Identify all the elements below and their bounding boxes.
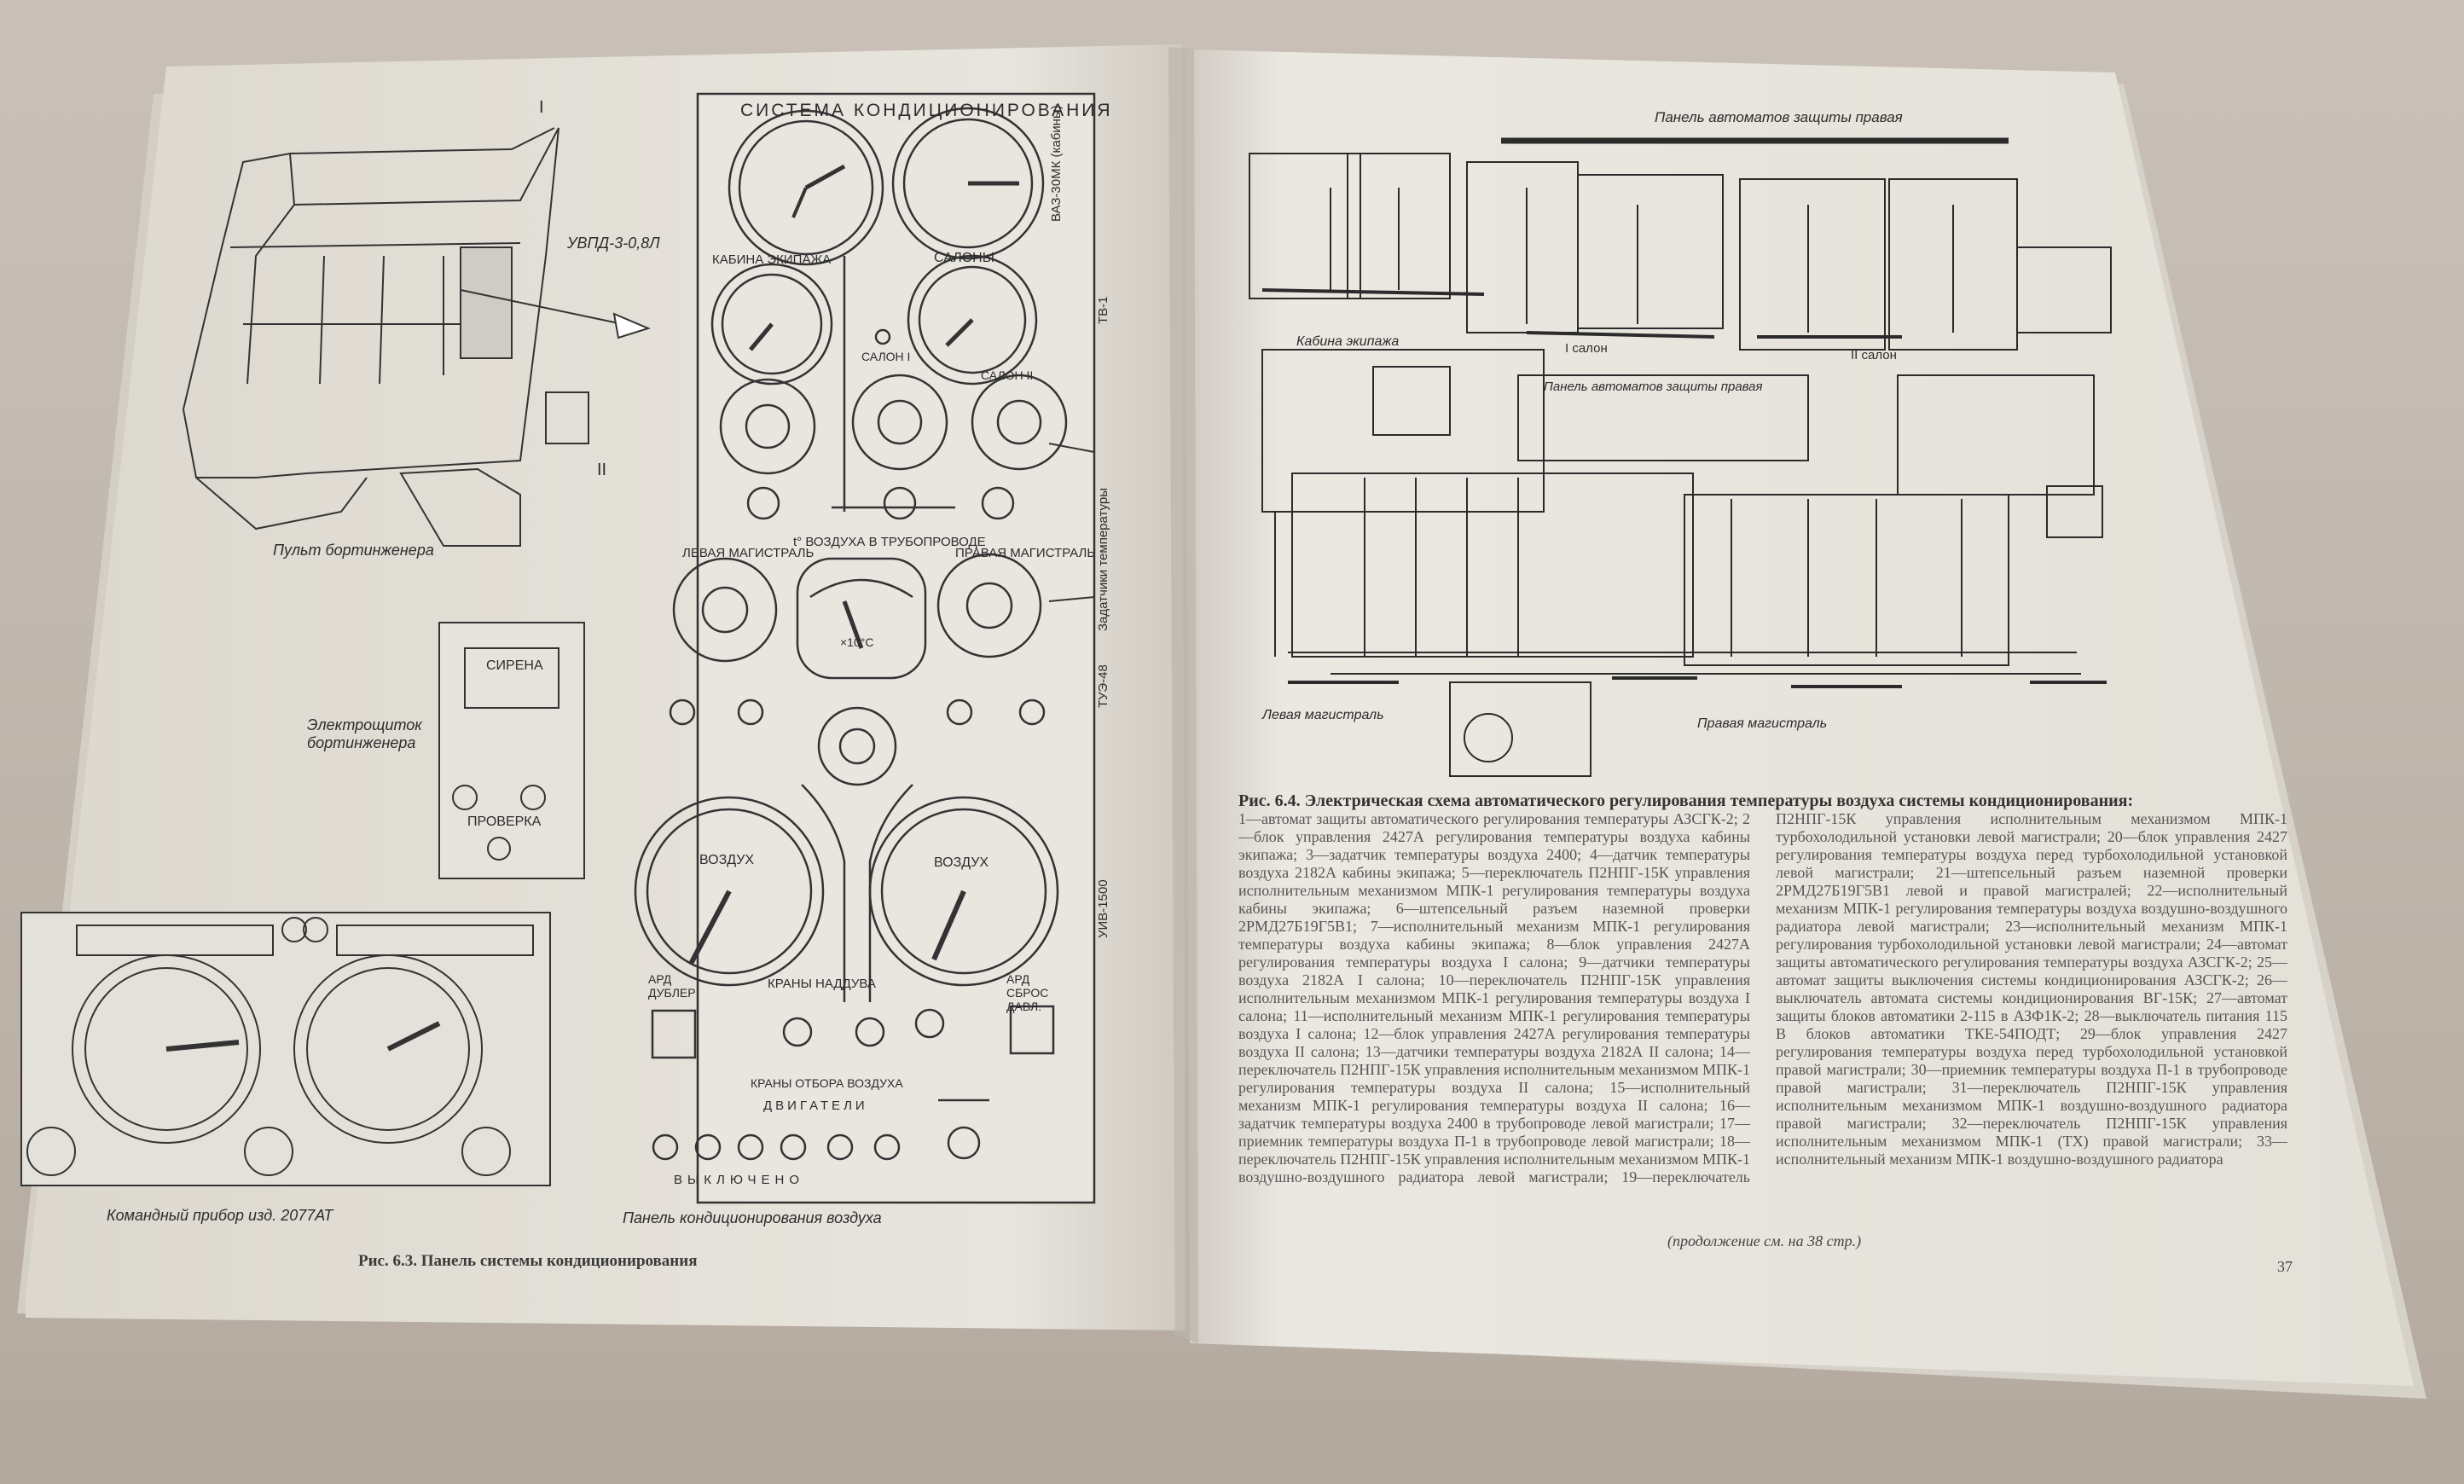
cranes-label: КРАНЫ НАДДУВА: [768, 977, 876, 991]
marker-1: I: [539, 98, 544, 117]
right-main-schematic: Правая магистраль: [1697, 716, 1828, 731]
pointer-label: УВПД-3-0,8Л: [567, 235, 660, 252]
continued-note: (продолжение см. на 38 стр.): [1667, 1232, 1862, 1249]
page-number: 37: [2277, 1258, 2293, 1275]
cabin-schematic-label: Кабина экипажа: [1296, 334, 1400, 349]
marker-2: II: [597, 461, 607, 479]
conditioning-panel: [634, 92, 1096, 1204]
left-figure-caption: Рис. 6.3. Панель системы кондиционирован…: [358, 1252, 698, 1270]
side-label-2: ТВ-1: [1096, 296, 1110, 324]
salons-label: САЛОНЫ: [934, 251, 994, 265]
side-label-3: Задатчики температуры: [1096, 487, 1110, 631]
check-label: ПРОВЕРКА: [467, 814, 542, 829]
right-figure-caption: Рис. 6.4. Электрическая схема автоматиче…: [1238, 791, 2134, 810]
engines-label: ДВИГАТЕЛИ: [763, 1099, 868, 1113]
mid-panel-label: Панель автоматов защиты правая: [1544, 380, 1763, 394]
side-label-5: УИВ-1500: [1096, 879, 1110, 938]
cabin-crew-label: КАБИНА ЭКИПАЖА: [712, 252, 832, 267]
left-main-schematic: Левая магистраль: [1262, 708, 1384, 722]
air-left-label: ВОЗДУХ: [699, 853, 755, 867]
ard-right-label: АРД СБРОС ДАВЛ.: [1006, 972, 1049, 1013]
cranes-bleed-label: КРАНЫ ОТБОРА ВОЗДУХА: [751, 1076, 903, 1090]
electric-schematic: [1249, 137, 2112, 777]
command-device: [20, 912, 551, 1186]
air-right-label: ВОЗДУХ: [934, 855, 989, 870]
air-pipe-label: t° ВОЗДУХА В ТРУБОПРОВОДЕ: [793, 535, 986, 549]
siren-label: СИРЕНА: [486, 658, 543, 673]
salon2-schematic-label: II салон: [1851, 348, 1897, 362]
deg-label: ×10°С: [840, 635, 874, 649]
electroshield: [438, 622, 585, 879]
side-label-1: ВАЗ-30МК (кабины): [1049, 105, 1064, 222]
right-main-label: ПРАВАЯ МАГИСТРАЛЬ: [955, 546, 1096, 560]
salon1-schematic-label: I салон: [1565, 341, 1608, 356]
ard-left-label: АРД ДУБЛЕР: [648, 972, 696, 1000]
figure-legend: 1—автомат защиты автоматического регулир…: [1238, 810, 2287, 1185]
salon1-label: САЛОН I: [861, 350, 911, 363]
top-panel-label: Панель автоматов защиты правая: [1655, 109, 1903, 125]
salon2-label: САЛОН II: [981, 368, 1034, 382]
off-label: ВЫКЛЮЧЕНО: [674, 1173, 805, 1187]
right-page: [1186, 49, 2414, 1386]
side-label-4: ТУЭ-48: [1096, 664, 1110, 708]
panel-bottom-label: Панель кондиционирования воздуха: [623, 1209, 882, 1226]
console-drawing: [182, 127, 589, 547]
console-label: Пульт бортинженера: [273, 542, 434, 559]
panel-title: СИСТЕМА КОНДИЦИОНИРОВАНИЯ: [740, 101, 1113, 120]
left-main-label: ЛЕВАЯ МАГИСТРАЛЬ: [682, 546, 815, 560]
shield-label: Электрощиток бортинженера: [307, 716, 422, 751]
command-device-label: Командный прибор изд. 2077АТ: [107, 1207, 333, 1224]
